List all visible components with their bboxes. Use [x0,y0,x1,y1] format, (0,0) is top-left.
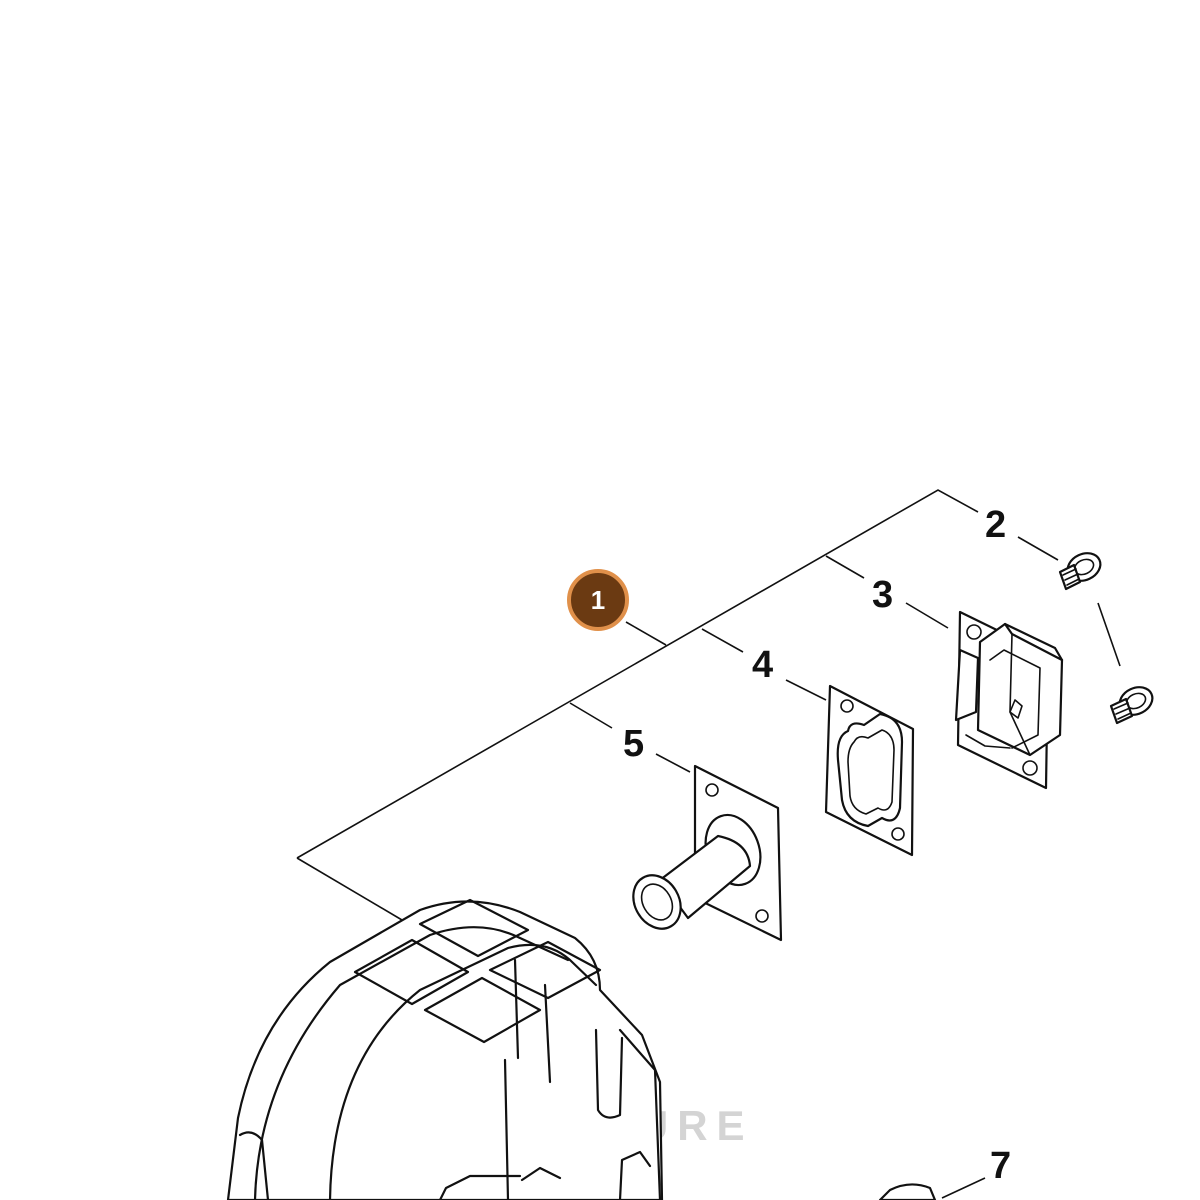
part-3-cover [954,610,1064,790]
part-4-gasket [824,684,915,857]
screw-upper [1058,552,1102,591]
part-7-tube [878,1183,937,1200]
part-5-flange-tube [632,764,783,942]
leader-lines [296,489,1121,1199]
part-1-muffler [226,898,664,1200]
callout-7: 7 [990,1145,1011,1187]
screw-lower [1109,686,1154,725]
callout-2: 2 [985,504,1006,546]
callout-5: 5 [623,723,644,765]
callout-4: 4 [752,644,773,686]
callout-badge-1[interactable]: 1 [567,569,629,631]
callout-3: 3 [872,574,893,616]
callout-badge-1-label: 1 [591,585,605,615]
